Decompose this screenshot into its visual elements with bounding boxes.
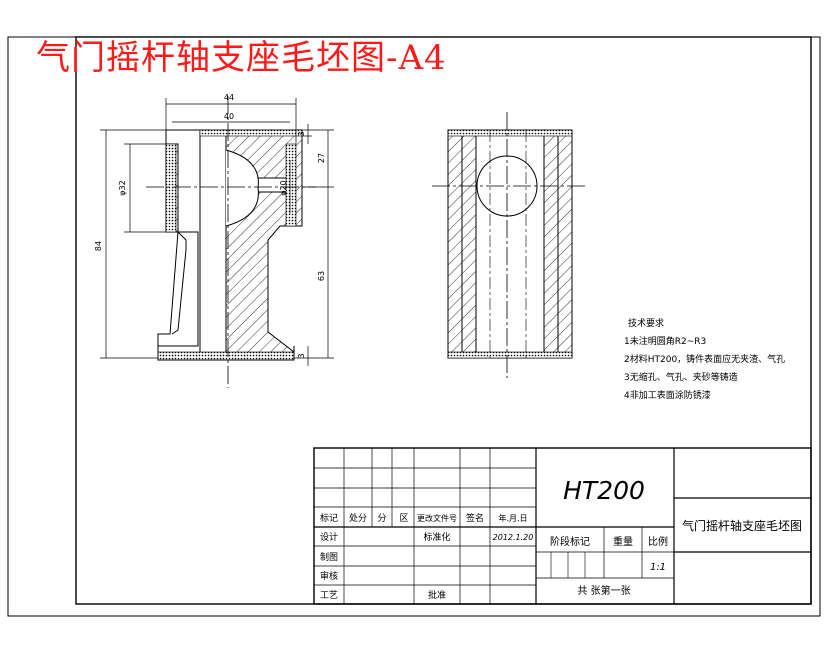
tech-req-heading: 技术要求 [628,317,664,329]
header-zone-2: 区 [399,513,408,524]
dim-bottom-allowance: 3 [297,353,306,358]
row-review: 审核 [320,570,338,582]
dim-top-allowance: 3 [297,131,306,136]
design-date: 2012.1.20 [493,533,534,542]
header-date: 年.月.日 [498,513,527,523]
header-mark: 标记 [320,512,338,524]
tech-req-item-4: 4非加工表面涂防锈漆 [624,389,711,401]
header-change-doc: 更改文件号 [417,513,457,523]
material-label: HT200 [563,476,645,505]
sheet-count-label: 共 张第一张 [577,584,630,597]
dim-height-63: 63 [317,271,326,281]
tech-req-item-3: 3无缩孔、气孔、夹砂等铸造 [624,371,738,383]
row-process: 工艺 [320,590,338,601]
drawing-title: 气门摇杆轴支座毛坯图-A4 [36,38,447,78]
tech-req-item-2: 2材料HT200，铸件表面应无夹渣、气孔 [624,353,785,365]
dim-diameter-20: φ20 [279,180,288,195]
row-design: 设计 [320,531,338,543]
weight-label: 重量 [613,535,633,548]
header-zone-1: 分 [377,513,386,524]
dim-height-27: 27 [317,153,326,163]
dim-width-44: 44 [224,93,234,102]
header-signature: 签名 [466,512,484,524]
title-block [313,447,812,605]
scale-label: 比例 [648,535,668,548]
dim-height-84: 84 [94,241,103,251]
header-count: 处分 [349,512,367,524]
dim-diameter-32: φ32 [118,180,127,195]
side-section-view [432,112,588,378]
technical-requirements: 技术要求 1未注明圆角R2~R3 2材料HT200，铸件表面应无夹渣、气孔 3无… [624,317,785,401]
row-standardize: 标准化 [423,531,450,543]
dim-width-40: 40 [224,112,234,121]
stage-mark-label: 阶段标记 [550,535,590,548]
row-approve: 批准 [428,589,446,601]
row-draw: 制图 [320,551,338,563]
front-section-view [100,96,334,388]
tech-req-item-1: 1未注明圆角R2~R3 [624,335,706,347]
part-name-label: 气门摇杆轴支座毛坯图 [682,518,802,533]
scale-value: 1:1 [650,562,666,573]
